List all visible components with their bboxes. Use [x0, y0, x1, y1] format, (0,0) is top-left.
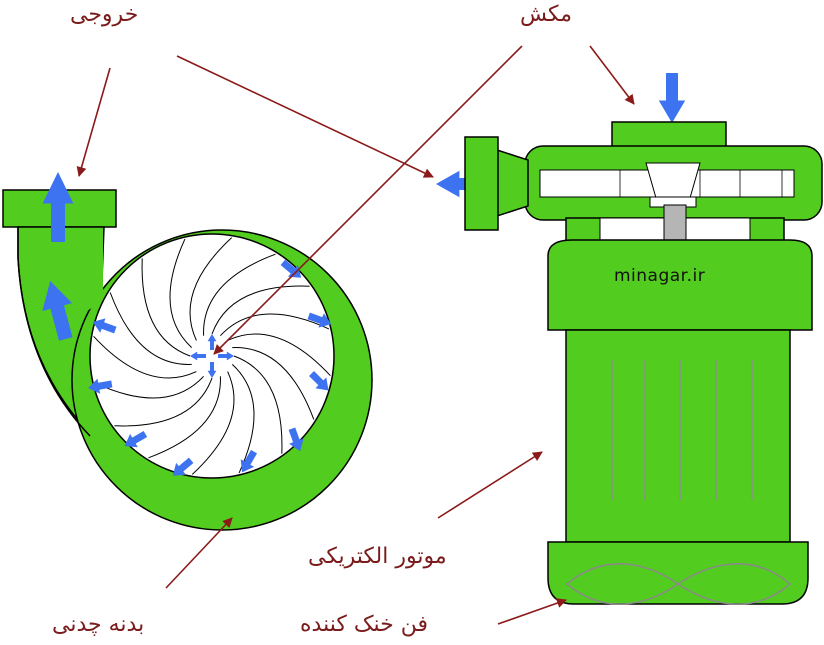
suction-down-arrow	[658, 73, 686, 123]
rim-flow-arrow	[288, 427, 304, 452]
outlet-up-arrow	[42, 172, 74, 242]
impeller-blade	[141, 258, 191, 357]
label-suction: مکش	[520, 2, 572, 27]
center-flow-arrow	[218, 351, 234, 361]
impeller-blade	[148, 376, 221, 459]
fan-cover	[547, 541, 809, 605]
discharge-left-arrow	[436, 170, 488, 198]
rim-flow-arrow	[88, 378, 113, 394]
label-motor: موتور الکتریکی	[308, 544, 447, 569]
impeller-blade	[169, 238, 193, 348]
label-outlet: خروجی	[70, 2, 139, 27]
label-body: بدنه چدنی	[52, 612, 145, 637]
label-cooling-fan: فن خنک کننده	[300, 612, 429, 637]
impeller-blade	[191, 371, 235, 475]
impeller-blade	[232, 347, 315, 420]
rim-flow-arrow	[309, 371, 329, 391]
rim-flow-arrow	[172, 457, 194, 476]
suction-inlet	[611, 121, 727, 149]
impeller-blade	[227, 333, 331, 377]
rim-flow-arrow	[307, 312, 332, 328]
impeller-blade	[114, 377, 213, 427]
impeller-blade	[109, 292, 192, 365]
rim-flow-arrow	[92, 318, 117, 334]
impeller-blade	[233, 355, 283, 454]
rim-flow-arrow	[240, 449, 257, 473]
impeller-blade	[211, 285, 310, 335]
discharge-flange	[464, 136, 499, 231]
volute-up-arrow	[42, 281, 73, 341]
channel-dividers	[619, 170, 783, 197]
impeller-blade	[189, 237, 233, 341]
center-flow-arrow	[190, 351, 206, 361]
impeller-blade	[220, 313, 330, 337]
impeller-blades	[93, 237, 331, 475]
impeller-blade	[203, 253, 276, 336]
shaft	[663, 204, 687, 243]
watermark: minagar.ir	[614, 266, 706, 286]
motor-assembly	[464, 121, 823, 605]
impeller-blade	[231, 364, 255, 474]
fan-blade-shape	[565, 563, 792, 605]
leader-lines	[76, 45, 635, 625]
cooling-ribs	[611, 360, 753, 500]
impeller-blade	[93, 335, 197, 379]
rim-flow-arrow	[280, 259, 302, 278]
center-flow-arrow	[207, 334, 217, 350]
flow-arrows	[42, 73, 686, 476]
rim-flow-arrow	[124, 431, 148, 448]
motor-body	[565, 329, 791, 543]
motor-top	[547, 239, 813, 331]
center-flow-arrow	[207, 362, 217, 378]
discharge-neck	[496, 148, 529, 218]
impeller-blade	[94, 375, 204, 399]
